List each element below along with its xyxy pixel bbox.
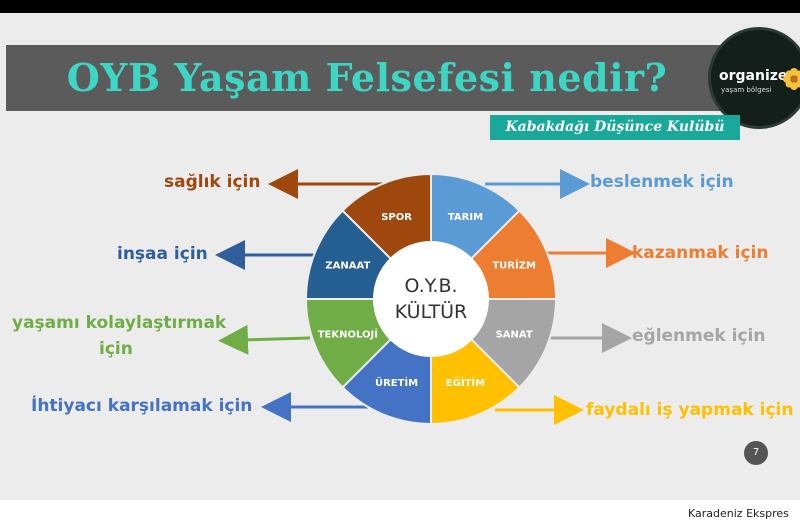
club-banner: Kabakdağı Düşünce Kulübü bbox=[490, 115, 740, 140]
slide-title: OYB Yaşam Felsefesi nedir? bbox=[66, 55, 668, 100]
logo: organize yaşam bölgesi bbox=[708, 27, 800, 129]
center-line2: KÜLTÜR bbox=[395, 300, 468, 323]
label-beslenmek: beslenmek için bbox=[590, 172, 734, 192]
wheel-label-üreti̇m: ÜRETİM bbox=[375, 375, 418, 389]
wheel-label-spor: SPOR bbox=[381, 212, 412, 223]
wheel-label-teknoloji̇: TEKNOLOJİ bbox=[318, 326, 378, 340]
center-circle bbox=[373, 241, 489, 357]
label-yasami-line2: için bbox=[99, 339, 133, 359]
label-kazanmak: kazanmak için bbox=[632, 243, 769, 263]
wheel-label-zanaat: ZANAAT bbox=[325, 261, 370, 272]
page-number-badge: 7 bbox=[744, 441, 768, 465]
flower-icon bbox=[783, 68, 800, 90]
label-yasami-line1: yaşamı kolaylaştırmak bbox=[12, 313, 227, 333]
label-saglik: sağlık için bbox=[164, 172, 261, 192]
top-black-bar bbox=[0, 0, 800, 13]
label-insaa: inşaa için bbox=[117, 244, 208, 264]
label-ihtiyaci: İhtiyacı karşılamak için bbox=[31, 396, 253, 416]
center-line1: O.Y.B. bbox=[404, 275, 457, 297]
arrow-teknoloji bbox=[218, 324, 311, 355]
wheel-label-eği̇ti̇m: EĞİTİM bbox=[446, 375, 485, 389]
wheel-label-sanat: SANAT bbox=[496, 329, 533, 340]
logo-text: organize bbox=[719, 68, 788, 84]
logo-subtext: yaşam bölgesi bbox=[721, 86, 772, 94]
label-eglenmek: eğlenmek için bbox=[632, 326, 766, 346]
title-band: OYB Yaşam Felsefesi nedir? bbox=[6, 45, 728, 111]
wheel-label-turi̇zm: TURİZM bbox=[492, 258, 536, 272]
footer-credit: Karadeniz Ekspres bbox=[688, 507, 789, 520]
label-faydali: faydalı iş yapmak için bbox=[586, 400, 794, 420]
wheel-label-tarim: TARIM bbox=[448, 212, 483, 223]
